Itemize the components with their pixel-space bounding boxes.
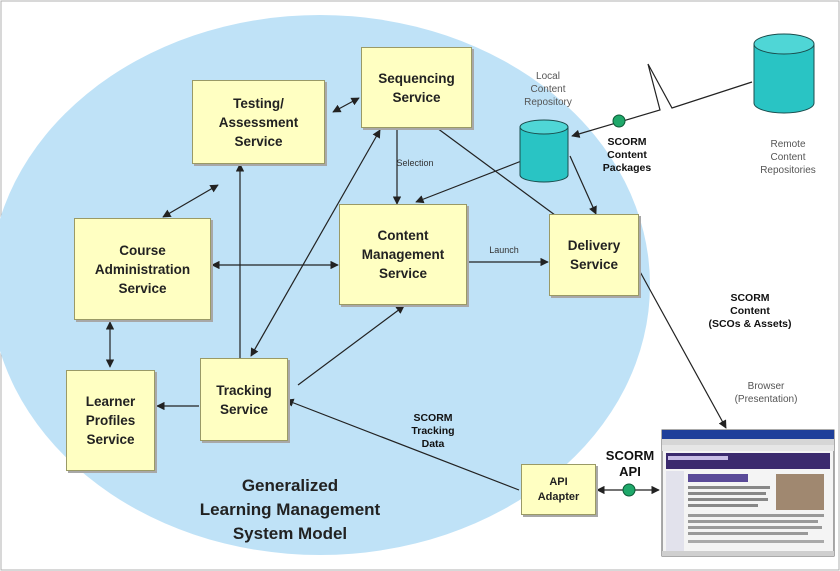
scorm-tracking-data-label: SCORM Tracking Data [411,412,455,450]
api-adapter: API Adapter [521,464,596,515]
sequencing-service: Sequencing Service [361,47,472,128]
content-management-service: Content Management Service [339,204,467,305]
selection-label: Selection [396,158,434,168]
launch-label: Launch [489,245,519,255]
course-administration-service: Course Administration Service [74,218,211,320]
scorm-api-dot [622,483,636,497]
link-tracking-content [297,305,405,386]
remote-link [571,63,753,138]
browser-window [661,429,835,557]
remote-repository-cylinder [753,33,815,114]
link-delivery-browser [637,267,727,429]
local-repository-cylinder [519,119,569,183]
link-repo-content [415,159,525,204]
link-repo-delivery [569,155,597,215]
link-adapter-tracking [285,398,520,491]
scorm-api-label: SCORM API [605,448,655,479]
scorm-content-label: SCORM Content (SCOs & Assets) [708,292,792,330]
link-testing-sequencing [332,97,360,113]
diagram-title: Generalized Learning Management System M… [199,476,381,543]
testing-assessment-service: Testing/ Assessment Service [192,80,325,164]
browser-presentation-label: Browser (Presentation) [734,381,798,405]
delivery-service: Delivery Service [549,214,639,296]
link-testing-courseadmin [162,184,219,218]
scorm-content-packages-label: SCORM Content Packages [602,136,652,174]
scorm-package-dot [612,114,626,128]
link-sequencing-tracking [250,129,381,357]
tracking-service: Tracking Service [200,358,288,441]
remote-repositories-label: Remote Content Repositories [760,139,816,176]
local-repository-label: Local Content Repository [524,71,572,108]
learner-profiles-service: Learner Profiles Service [66,370,155,471]
